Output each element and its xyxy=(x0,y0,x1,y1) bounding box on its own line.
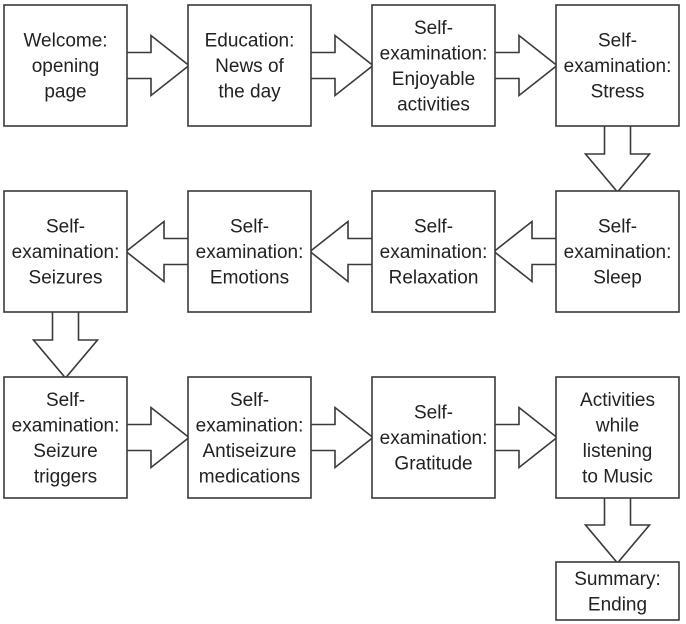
node-label-line: Self- xyxy=(414,217,453,238)
node-relaxation: Self-examination: Relaxation xyxy=(371,190,496,313)
arrow-music-to-summary xyxy=(583,496,652,565)
node-summary: Summary: Ending xyxy=(555,561,680,621)
node-box xyxy=(371,4,496,127)
node-label-line: while xyxy=(595,415,639,436)
node-label-line: triggers xyxy=(34,466,97,487)
node-label-line: News of xyxy=(215,56,284,77)
arrow-layer xyxy=(31,33,652,565)
node-label-line: Sleep xyxy=(593,268,642,289)
node-label-line: Self- xyxy=(414,18,453,39)
node-education: Education: News of the day xyxy=(187,4,312,127)
arrow-gratitude-to-music xyxy=(493,405,559,470)
node-sleep: Self-examination: Sleep xyxy=(555,190,680,313)
node-label-line: Seizures xyxy=(29,268,103,289)
node-welcome: Welcome: opening page xyxy=(3,4,128,127)
node-box xyxy=(555,376,680,499)
node-label-line: Enjoyable xyxy=(392,69,475,90)
node-label-line: Summary: xyxy=(574,569,661,590)
node-label-line: examination: xyxy=(196,242,304,263)
node-label-line: Stress xyxy=(591,82,645,103)
node-box xyxy=(187,376,312,499)
node-music: Activities while listening to Music xyxy=(555,376,680,499)
node-label-line: opening xyxy=(32,56,100,77)
node-stress: Self-examination: Stress xyxy=(555,4,680,127)
arrow-seizures-to-triggers xyxy=(31,310,100,380)
node-label-line: examination: xyxy=(564,56,672,77)
node-box xyxy=(371,190,496,313)
node-box xyxy=(187,4,312,127)
arrow-enjoyable-to-stress xyxy=(493,33,559,98)
arrow-medications-to-gratitude xyxy=(309,405,375,470)
node-box xyxy=(555,190,680,313)
node-label-line: Emotions xyxy=(210,268,289,289)
node-label-line: Self- xyxy=(598,217,637,238)
node-box xyxy=(371,376,496,499)
node-emotions: Self-examination: Emotions xyxy=(187,190,312,313)
node-label-line: examination: xyxy=(564,242,672,263)
node-box xyxy=(3,4,128,127)
node-label-line: Self- xyxy=(598,31,637,52)
node-seizures: Self-examination: Seizures xyxy=(3,190,128,313)
arrow-stress-to-sleep xyxy=(583,124,652,194)
node-label-line: Self- xyxy=(46,390,85,411)
node-label-line: Education: xyxy=(205,31,295,52)
node-label-line: examination: xyxy=(380,242,488,263)
node-box xyxy=(555,4,680,127)
node-label-line: activities xyxy=(397,94,470,115)
node-gratitude: Self-examination: Gratitude xyxy=(371,376,496,499)
node-label-line: Gratitude xyxy=(394,454,472,475)
node-label-line: Self- xyxy=(46,217,85,238)
node-label-line: Self- xyxy=(230,390,269,411)
node-label-line: Self- xyxy=(230,217,269,238)
node-label-line: examination: xyxy=(380,43,488,64)
node-label-line: examination: xyxy=(196,415,304,436)
node-label-line: to Music xyxy=(582,466,653,487)
node-label-line: Welcome: xyxy=(23,31,107,52)
node-box xyxy=(555,561,680,621)
arrow-emotions-to-seizures xyxy=(124,219,190,284)
node-label-line: Seizure xyxy=(33,441,97,462)
node-label-line: examination: xyxy=(380,428,488,449)
node-label-line: Ending xyxy=(588,594,647,615)
node-label-line: examination: xyxy=(12,415,120,436)
arrow-sleep-to-relaxation xyxy=(492,219,558,284)
arrow-education-to-enjoyable xyxy=(309,33,375,98)
node-label-line: page xyxy=(44,82,86,103)
node-enjoyable: Self-examination: Enjoyable activities xyxy=(371,4,496,127)
node-triggers: Self-examination: Seizure triggers xyxy=(3,376,128,499)
node-box xyxy=(3,190,128,313)
node-label-line: the day xyxy=(218,82,281,103)
node-label-line: Self- xyxy=(414,403,453,424)
node-label-line: listening xyxy=(583,441,653,462)
node-label-line: Activities xyxy=(580,390,655,411)
arrow-relaxation-to-emotions xyxy=(308,219,374,284)
node-label-line: Relaxation xyxy=(389,268,479,289)
node-label-line: examination: xyxy=(12,242,120,263)
node-label-line: Antiseizure xyxy=(203,441,297,462)
box-layer: Welcome: opening page Education: News of the … xyxy=(3,4,680,621)
arrow-triggers-to-medications xyxy=(125,405,191,470)
node-medications: Self-examination: Antiseizure medications xyxy=(187,376,312,499)
arrow-welcome-to-education xyxy=(125,33,191,98)
node-box xyxy=(187,190,312,313)
node-label-line: medications xyxy=(199,466,300,487)
node-box xyxy=(3,376,128,499)
